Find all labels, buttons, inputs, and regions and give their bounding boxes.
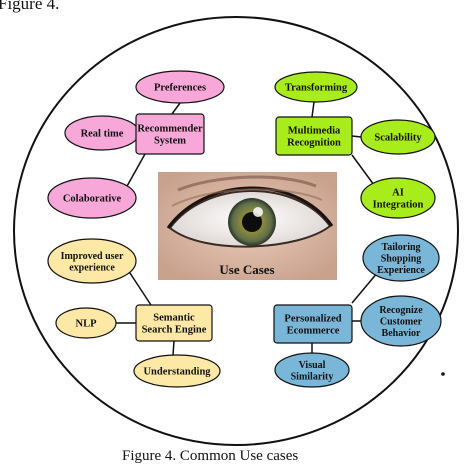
outer-circle [13,16,459,446]
node-label: NLP [76,319,98,330]
center-label: Use Cases [219,262,274,277]
node-label: Personalized [284,314,341,325]
node-label: Colaborative [63,194,122,205]
node-real-time: Real time [64,115,140,151]
connector-line [311,101,315,118]
node-shape [360,295,442,347]
node-label: Recognition [287,138,341,149]
connector-line [125,153,146,189]
node-label: Scalability [374,133,422,144]
node-label: Behavior [382,328,421,339]
connector-line [351,271,379,304]
connector-line [351,154,375,186]
node-preferences: Preferences [135,70,225,104]
node-shape [273,304,353,344]
node-shape [274,71,358,103]
node-label: Semantic [153,313,195,324]
node-transforming: Transforming [274,71,358,103]
connector-line [127,269,152,306]
node-nlp: NLP [55,307,117,339]
node-shape [135,304,213,342]
node-shape [360,119,436,155]
node-label: Ecommerce [287,326,340,337]
node-label: Transforming [285,83,348,94]
node-label: Similarity [291,371,334,382]
node-shape [55,307,117,339]
node-label: Customer [380,317,423,328]
node-scalability: Scalability [360,119,436,155]
node-label: Preferences [154,83,206,94]
node-label: Tailoring [381,242,420,253]
eye-image [158,172,337,280]
node-label: Search Engine [142,325,207,336]
node-shape [47,177,137,219]
connector-line [172,340,175,356]
top-caption: Figure 4. [0,0,60,13]
node-label: Visual [299,360,326,371]
node-label: Shopping [381,254,422,265]
node-label: System [154,136,186,147]
node-shape [47,238,137,284]
node-label: Multimedia [288,126,341,137]
connectors [116,101,379,356]
node-label: Understanding [143,367,211,378]
node-shape [360,177,436,219]
node-shape [135,70,225,104]
node-label: Experience [377,265,425,276]
node-shape [274,352,350,388]
node-label: Recommender [137,124,203,135]
node-label: AI [392,188,404,199]
node-label: experience [69,262,115,273]
connector-line [351,135,362,138]
node-label: Integration [373,200,424,211]
right-dot [441,372,445,376]
node-shape [362,234,440,282]
node-shape [133,354,221,388]
node-understanding: Understanding [133,354,221,388]
node-shape [275,116,353,156]
node-shape [135,113,205,155]
node-label: Recognize [379,305,423,316]
bottom-caption: Figure 4. Common Use cases [122,448,299,464]
node-label: Real time [81,129,124,140]
connector-line [171,102,181,115]
node-label: Improved user [61,251,124,262]
node-colaborative: Colaborative [47,177,137,219]
